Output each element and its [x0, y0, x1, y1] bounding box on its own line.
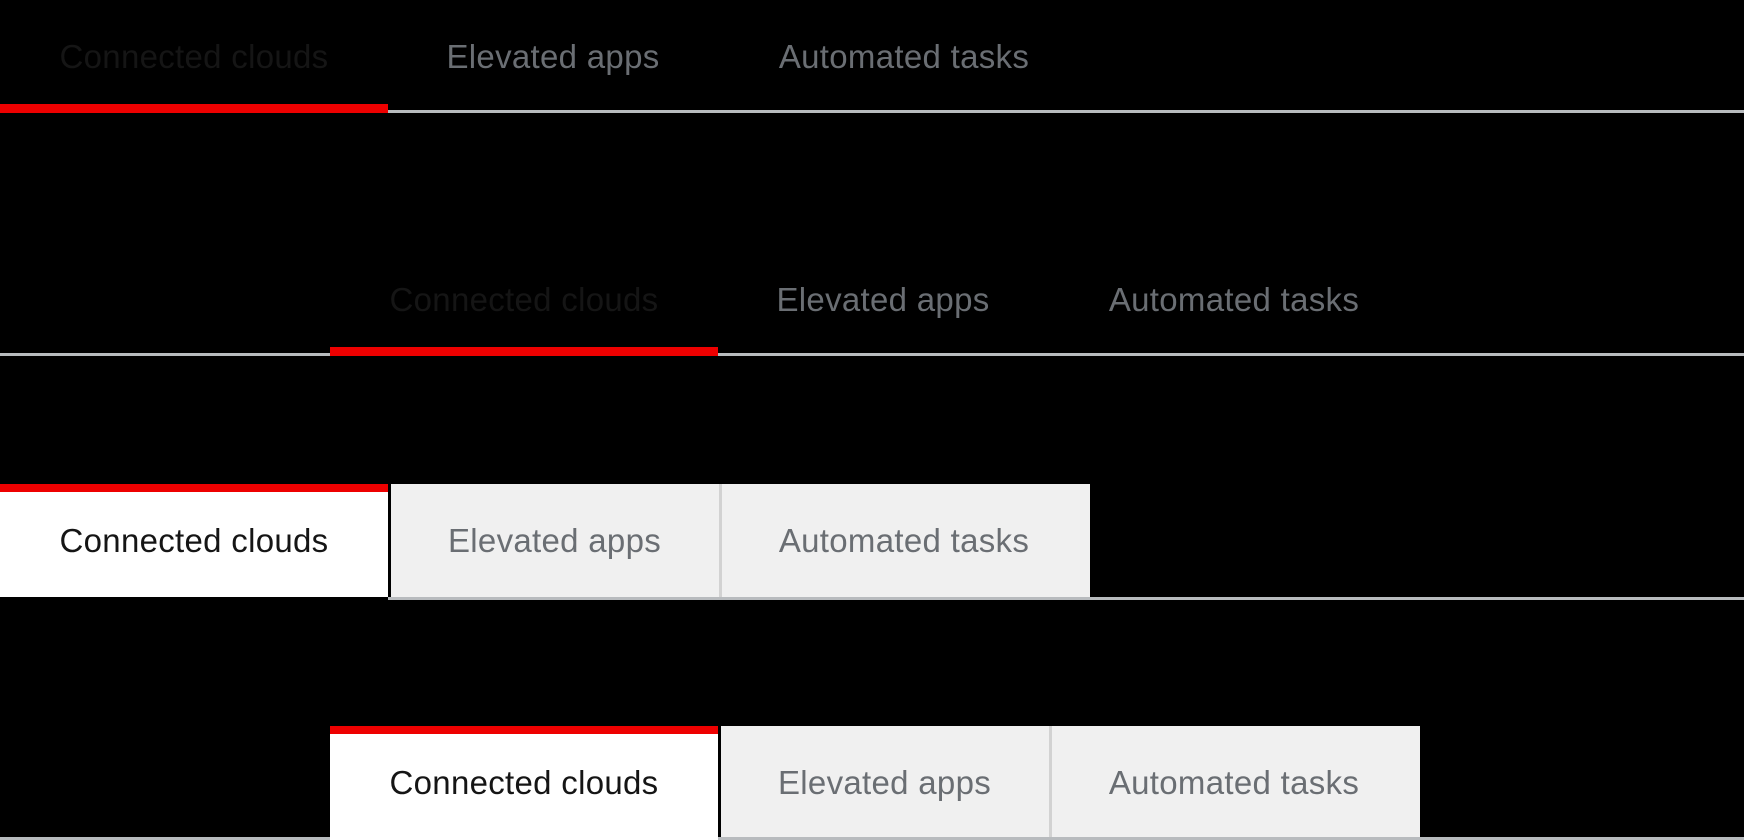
inactive-tabs-separator: [719, 484, 722, 597]
active-tab-indicator: [330, 347, 718, 356]
active-tab-indicator: [0, 104, 388, 113]
tab-label: Connected clouds: [389, 764, 659, 801]
inactive-tabs-separator: [1049, 726, 1052, 837]
tabs-bottom-rule: [388, 597, 1744, 600]
tab-automated-tasks[interactable]: Automated tasks: [718, 484, 1090, 597]
tab-elevated-apps[interactable]: Elevated apps: [391, 484, 718, 597]
tab-label: Elevated apps: [777, 764, 992, 801]
tab-label: Automated tasks: [1108, 764, 1360, 801]
tab-group-box-inset: Connected clouds Elevated apps Automated t…: [0, 726, 1744, 840]
tab-elevated-apps[interactable]: Elevated apps: [718, 243, 1048, 356]
tabs-bottom-rule: [0, 110, 1744, 113]
tab-connected-clouds[interactable]: Connected clouds: [0, 484, 388, 597]
tab-group-underline-inset: Connected clouds Elevated apps Automated t…: [0, 243, 1744, 356]
tab-connected-clouds[interactable]: Connected clouds: [330, 726, 718, 840]
tabs-bottom-rule: [718, 837, 1744, 840]
tab-connected-clouds[interactable]: Connected clouds: [330, 243, 718, 356]
tabs-bottom-rule: [0, 837, 330, 840]
tab-label: Automated tasks: [778, 521, 1030, 559]
tab-label: Connected clouds: [59, 37, 329, 75]
tab-automated-tasks[interactable]: Automated tasks: [1048, 243, 1420, 356]
tab-elevated-apps[interactable]: Elevated apps: [721, 726, 1048, 840]
tab-label: Elevated apps: [446, 37, 660, 75]
tab-label: Elevated apps: [447, 521, 662, 559]
tab-label: Connected clouds: [389, 280, 659, 318]
tabs-bottom-rule: [0, 353, 1744, 356]
active-tab-indicator: [330, 726, 718, 734]
tab-elevated-apps[interactable]: Elevated apps: [388, 0, 718, 113]
tab-label: Automated tasks: [1108, 280, 1360, 318]
tab-group-underline-left: Connected clouds Elevated apps Automated t…: [0, 0, 1744, 113]
tab-label: Automated tasks: [778, 37, 1030, 75]
active-tab-indicator: [0, 484, 388, 492]
tab-group-box-left: Connected clouds Elevated apps Automated t…: [0, 484, 1744, 600]
tab-automated-tasks[interactable]: Automated tasks: [1048, 726, 1420, 840]
tab-connected-clouds[interactable]: Connected clouds: [0, 0, 388, 113]
tab-label: Elevated apps: [776, 280, 990, 318]
tab-label: Connected clouds: [59, 521, 329, 559]
tab-automated-tasks[interactable]: Automated tasks: [718, 0, 1090, 113]
